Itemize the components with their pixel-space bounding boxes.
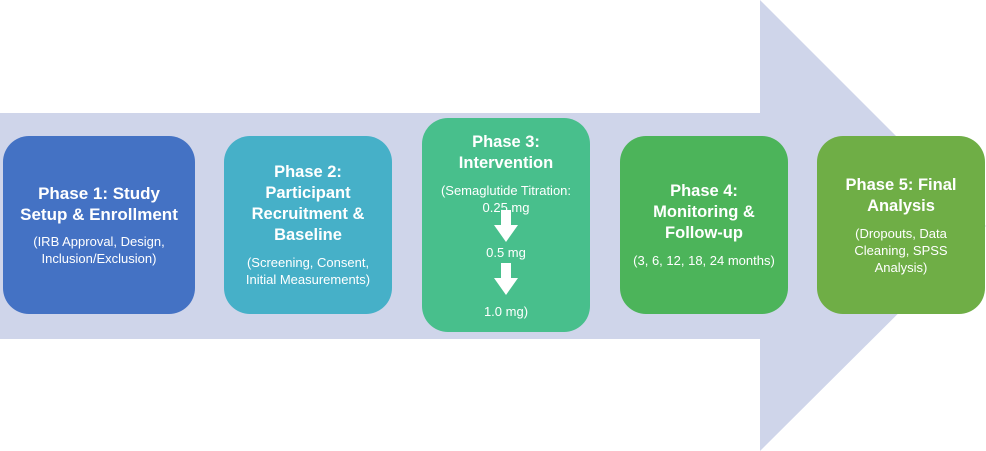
phase-4-detail: (3, 6, 12, 18, 24 months) (633, 253, 775, 268)
phase-2-detail: (Screening, Consent, Initial Measurement… (245, 255, 371, 287)
phase-1-detail: (IRB Approval, Design, Inclusion/Exclusi… (33, 234, 165, 266)
phase-1-card: Phase 1: Study Setup & Enrollment (IRB A… (3, 136, 195, 314)
phase-5-detail: (Dropouts, Data Cleaning, SPSS Analysis) (854, 225, 948, 275)
dose-step-1: (Semaglutide Titration: 0.25 mg (440, 183, 572, 215)
phase-2-title: Phase 2: Participant Recruitment & Basel… (251, 163, 365, 244)
dose-step-3: 1.0 mg) (483, 304, 529, 319)
phase-3-card: Phase 3: Intervention (Semaglutide Titra… (422, 118, 590, 332)
phase-2-card: Phase 2: Participant Recruitment & Basel… (224, 136, 392, 314)
phase-5-card: Phase 5: Final Analysis (Dropouts, Data … (817, 136, 985, 314)
phase-4-title: Phase 4: Monitoring & Follow-up (653, 182, 755, 242)
phase-5-title: Phase 5: Final Analysis (845, 175, 957, 215)
phase-3-detail: (Semaglutide Titration: 0.25 mg 0.5 mg 1… (432, 182, 580, 320)
down-arrow-icon (494, 210, 518, 242)
phase-1-title: Phase 1: Study Setup & Enrollment (20, 184, 178, 224)
phase-3-title: Phase 3: Intervention (458, 133, 554, 172)
down-arrow-icon (494, 263, 518, 295)
phase-4-card: Phase 4: Monitoring & Follow-up (3, 6, 1… (620, 136, 788, 314)
dose-step-2: 0.5 mg (486, 245, 526, 260)
